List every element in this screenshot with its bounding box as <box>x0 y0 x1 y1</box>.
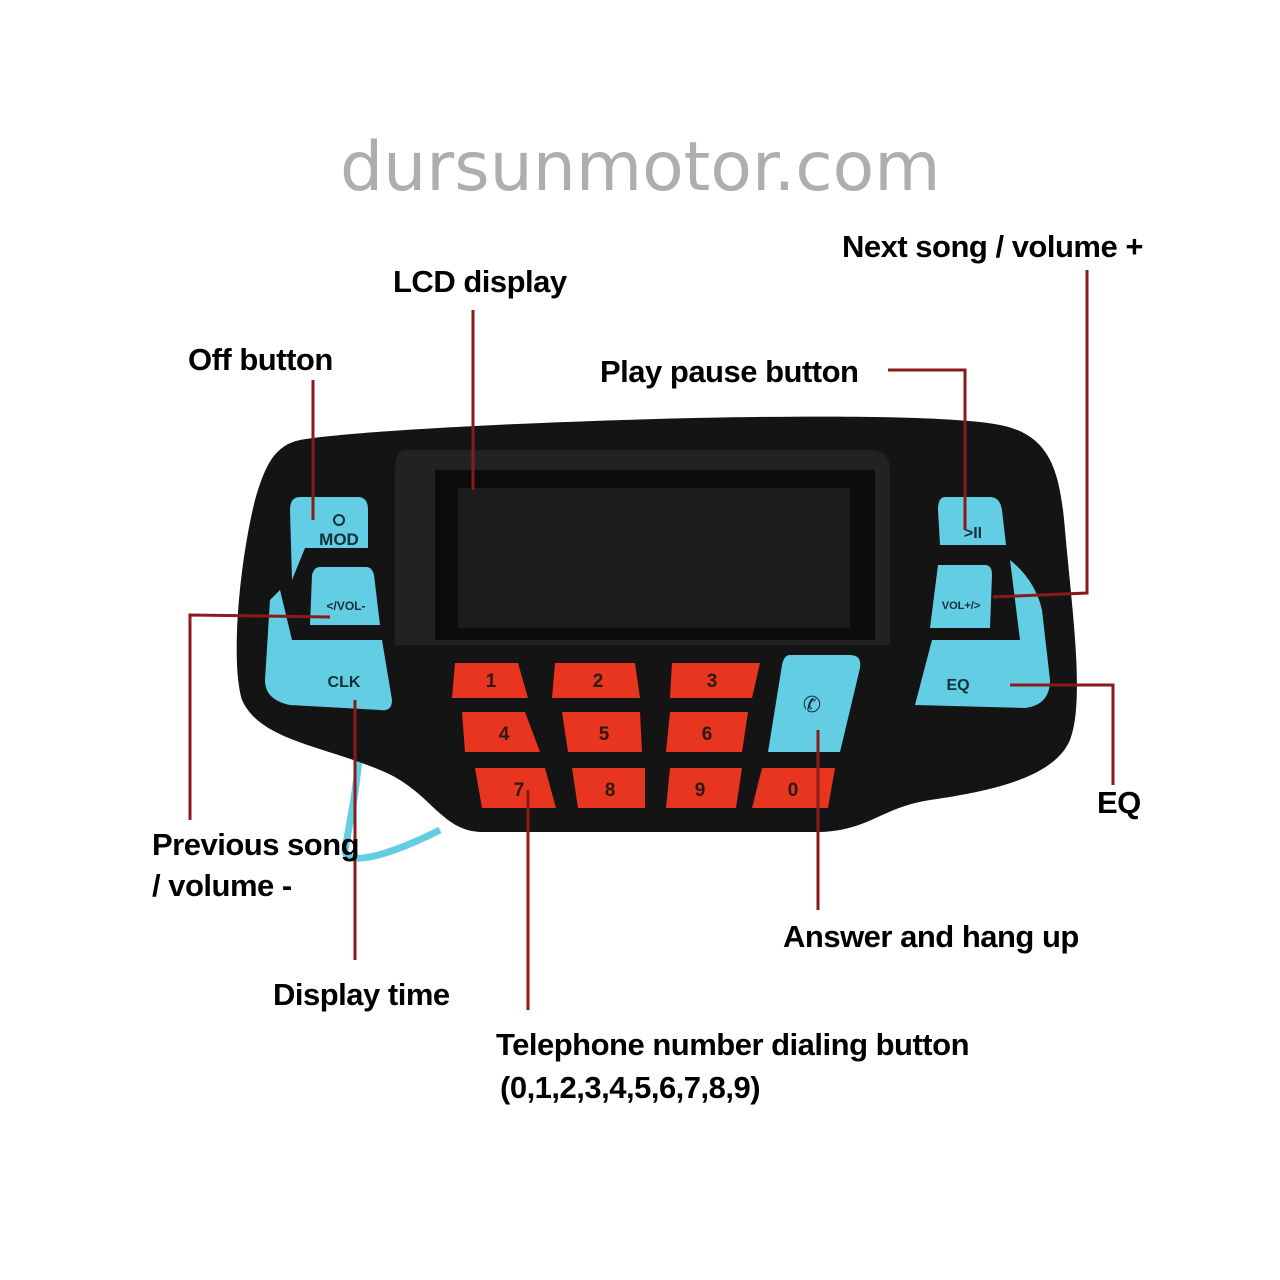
call-button[interactable]: ✆ <box>768 655 861 752</box>
vol-plus-label: VOL+/> <box>942 600 981 612</box>
label-eq: EQ <box>1097 785 1141 820</box>
svg-text:3: 3 <box>707 671 718 692</box>
clk-button[interactable]: CLK <box>265 590 392 711</box>
watermark: dursunmotor.com <box>340 128 941 207</box>
key-7[interactable]: 7 <box>475 768 556 808</box>
key-2[interactable]: 2 <box>552 663 640 698</box>
eq-button-label: EQ <box>946 677 969 694</box>
label-previous-song-1: Previous song <box>152 827 359 862</box>
key-5[interactable]: 5 <box>562 712 642 752</box>
svg-text:1: 1 <box>486 671 497 692</box>
label-off-button: Off button <box>188 342 333 377</box>
key-4[interactable]: 4 <box>462 712 540 752</box>
key-9[interactable]: 9 <box>666 768 742 808</box>
svg-text:9: 9 <box>695 780 706 801</box>
svg-text:4: 4 <box>499 724 510 745</box>
svg-text:8: 8 <box>605 780 616 801</box>
phone-icon: ✆ <box>803 693 821 718</box>
label-dialing-digits: (0,1,2,3,4,5,6,7,8,9) <box>500 1070 760 1105</box>
key-1[interactable]: 1 <box>452 663 528 698</box>
label-display-time: Display time <box>273 977 450 1012</box>
svg-text:6: 6 <box>702 724 713 745</box>
leader-prev <box>188 613 331 820</box>
svg-text:5: 5 <box>599 724 610 745</box>
leader-next <box>992 270 1089 599</box>
leader-play <box>888 368 967 530</box>
vol-minus-button[interactable]: </VOL- <box>310 567 380 625</box>
svg-text:2: 2 <box>593 671 604 692</box>
lcd-screen <box>458 488 850 628</box>
label-lcd-display: LCD display <box>393 264 568 299</box>
leader-lines <box>188 270 1115 1010</box>
vol-plus-button[interactable]: VOL+/> <box>930 565 992 628</box>
svg-text:7: 7 <box>514 780 525 801</box>
key-8[interactable]: 8 <box>572 768 645 808</box>
vol-minus-label: </VOL- <box>326 599 365 613</box>
label-answer-hang-up: Answer and hang up <box>783 919 1079 954</box>
mod-button[interactable]: MOD <box>290 497 368 580</box>
play-pause-button[interactable]: >II <box>938 497 1006 545</box>
keypad: 1 2 3 4 5 6 7 8 9 0 <box>452 663 835 808</box>
mod-label: MOD <box>319 530 359 549</box>
clk-label: CLK <box>328 674 361 691</box>
power-icon <box>333 514 345 526</box>
play-pause-label: >II <box>964 525 982 542</box>
key-0[interactable]: 0 <box>752 768 835 808</box>
key-3[interactable]: 3 <box>670 663 760 698</box>
svg-text:0: 0 <box>788 780 799 801</box>
label-dialing: Telephone number dialing button <box>496 1027 969 1062</box>
label-play-pause: Play pause button <box>600 354 858 389</box>
label-previous-song-2: / volume - <box>152 868 292 903</box>
key-6[interactable]: 6 <box>666 712 748 752</box>
leader-eq <box>1010 683 1115 785</box>
label-next-song: Next song / volume + <box>842 229 1143 264</box>
